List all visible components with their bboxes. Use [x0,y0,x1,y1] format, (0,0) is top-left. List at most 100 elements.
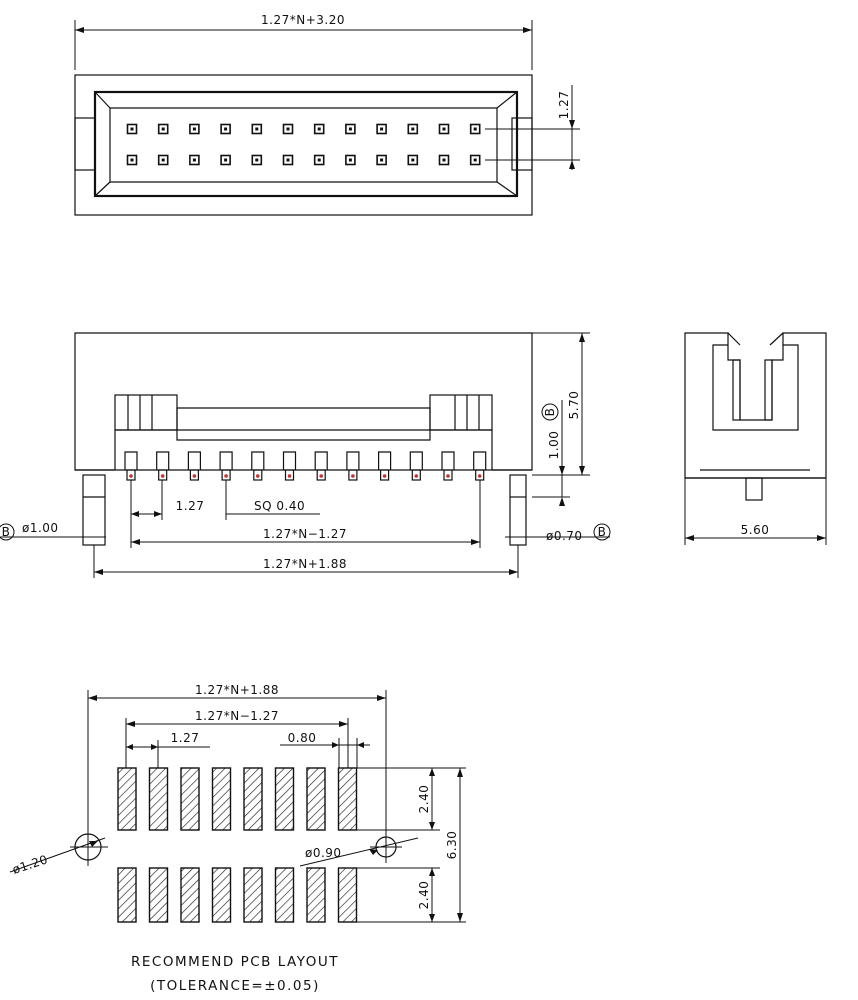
top-view: 1.27*N+3.20 1.27 [74,13,580,216]
top-pin-center [286,127,290,131]
side-pin-mark [287,474,292,478]
top-pin-center [161,127,165,131]
end-width-dim-label: 5.60 [741,523,770,537]
side-pin-body [346,451,360,470]
top-pin [157,154,169,166]
top-pin-center [317,127,321,131]
pcb-pad [306,867,326,923]
top-pin [438,154,450,166]
side-pin-body [156,451,170,470]
side-pin-mark [255,474,260,478]
pcb-pad [211,767,232,831]
side-pin-body [187,451,201,470]
side-pin-body [409,451,423,470]
top-pin-center [442,158,446,162]
side-pin-array [124,451,487,481]
pcb-row-height-bottom-label: 2.40 [417,881,431,910]
side-pin-tail [158,469,168,481]
side-pin-tail [443,469,453,481]
side-sq-dim-label: SQ 0.40 [254,499,305,513]
top-pin-center [130,158,134,162]
side-pin-height-dim-label: 1.00 [547,431,561,460]
top-pin-center [161,158,165,162]
top-pin [282,154,294,166]
top-pin-center [255,127,259,131]
top-pin [313,154,325,166]
side-pin-body [124,451,138,470]
pcb-tolerance: (TOLERANCE=±0.05) [150,978,320,994]
top-pin [220,123,231,135]
side-pin-mark [414,474,419,478]
top-width-dim-label: 1.27*N+3.20 [261,13,345,27]
side-pin-mark [446,474,450,478]
top-pin-center [348,158,352,162]
top-pin [469,154,481,166]
side-pin-tail [411,469,421,481]
side-datum-b-label: B [543,408,557,417]
top-pin-center [224,158,228,162]
top-pin-center [411,127,415,131]
top-pin [376,154,387,166]
top-pin-array [126,123,481,166]
top-pin [126,154,138,166]
side-pin-body [378,451,392,470]
top-pin [251,123,263,135]
side-pin-tail [253,469,263,481]
pcb-pad [243,767,263,831]
side-pin-mark [477,474,482,478]
top-pin-center [473,158,477,162]
top-pin [407,123,419,135]
pcb-pad [243,867,263,923]
side-pin-body [441,451,455,470]
side-pin-body [282,451,297,470]
top-pin-center [192,158,196,162]
side-pin-tail [380,469,390,481]
side-view: 5.70 1.00 B 1.27 SQ 0.40 1.27*N−1.27 1.2… [0,332,611,578]
side-pin-body [314,451,328,470]
side-pin-body [473,451,487,470]
right-datum-b-label: B [598,525,607,539]
side-pin-mark [382,474,387,478]
pcb-pad-width-dim-label: 0.80 [288,731,317,745]
left-datum-b-label: B [2,525,11,539]
top-pin-center [473,127,477,131]
left-post [82,474,106,546]
top-pin-center [380,127,384,131]
pcb-post-span-dim-label: 1.27*N+1.88 [195,683,279,697]
pcb-pad [117,867,137,923]
top-pitch-dim-label: 1.27 [557,91,571,120]
pcb-pad [211,867,232,923]
top-pin [407,154,419,166]
left-post-dim-label: ø1.00 [22,521,59,535]
side-pin-mark [319,474,324,478]
pcb-total-height-label: 6.30 [445,831,459,860]
pcb-pad [306,767,326,831]
pcb-pad [148,867,169,923]
top-pin [376,123,387,135]
pcb-pad [337,767,358,831]
pcb-left-hole-dim-label: ø1.20 [11,852,50,877]
right-post [509,474,527,546]
pcb-pad [180,867,200,923]
side-pin-mark [192,474,197,478]
top-pin-center [255,158,259,162]
side-pin-tail [348,469,358,481]
top-pin [157,123,169,135]
top-pin-center [192,127,196,131]
pcb-pad [117,767,137,831]
end-view: 5.60 [684,332,827,545]
side-pin-tail [316,469,326,481]
pcb-pad [274,767,295,831]
top-pin-center [442,127,446,131]
pcb-caption: RECOMMEND PCB LAYOUT [131,954,339,970]
top-pin [126,123,138,135]
top-pin [345,123,356,135]
top-pin [345,154,356,166]
side-pin-body [251,451,265,470]
top-pin [282,123,294,135]
pcb-layout: 1.27*N+1.88 1.27*N−1.27 1.27 0.80 2.40 2… [9,683,466,994]
pcb-right-hole-dim-label: ø0.90 [305,846,342,860]
top-pin [469,123,481,135]
pcb-pad [180,767,200,831]
